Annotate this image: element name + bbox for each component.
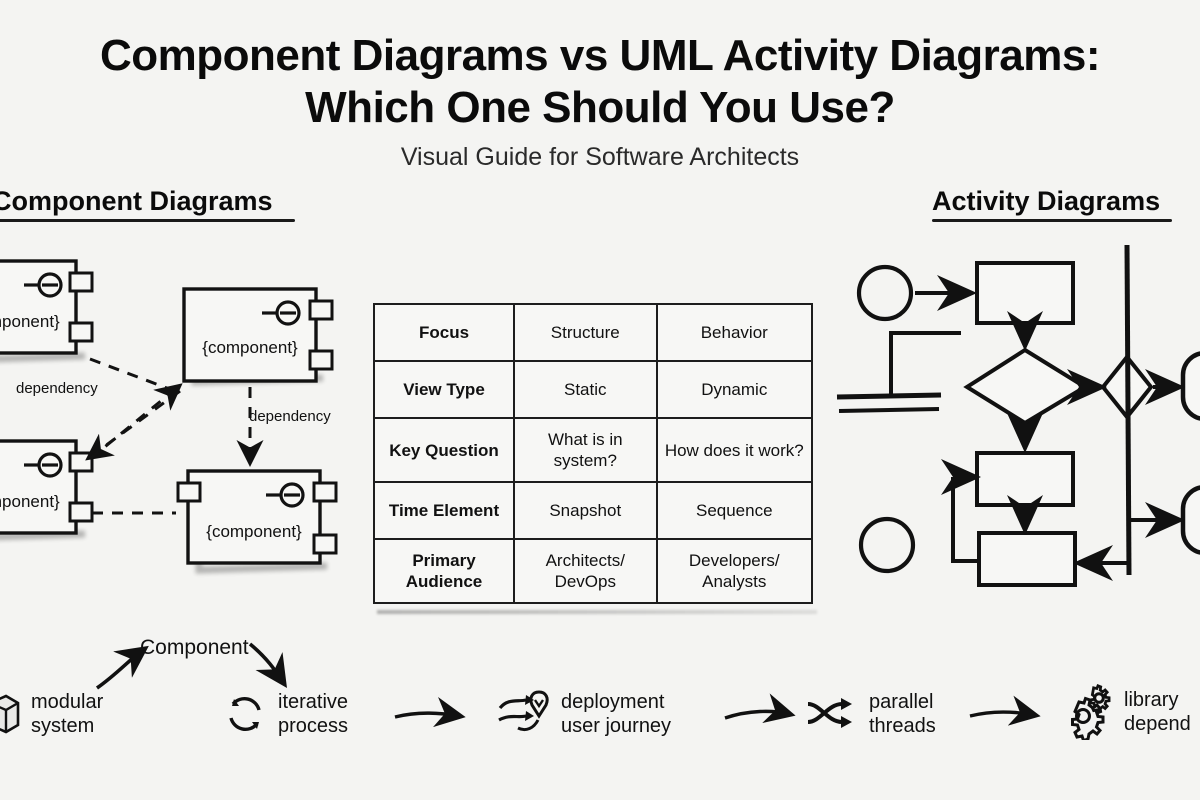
row-arrow [724,693,796,724]
component-annotation: Component [140,636,249,659]
title-line-2: Which One Should You Use? [305,83,895,132]
cube-icon [0,694,20,734]
section-header-left-label: Component Diagrams [0,186,273,216]
page-title: Component Diagrams vs UML Activity Diagr… [0,30,1200,134]
bottom-item-label: modular system [31,691,104,737]
annotation-arrows [95,642,287,690]
crossing-arrows-icon [807,698,852,728]
bottom-item-label: library depend [1124,689,1191,735]
svg-text:{component}: {component} [202,338,298,357]
start-node [856,264,914,322]
fork-join-bar [836,331,961,413]
table-cell-key: Focus [373,303,515,362]
table-cell-activity: Dynamic [655,360,814,419]
title-line-1: Component Diagrams vs UML Activity Diagr… [99,31,1101,80]
bottom-item-library-dependency: library depend [1057,684,1191,740]
section-header-right-label: Activity Diagrams [932,186,1161,216]
action-node [975,451,1075,507]
decision-node [963,347,1089,426]
rounded-action-node [1180,485,1200,555]
table-cell-key: Primary Audience [373,538,515,604]
flow-arrow [951,477,977,563]
svg-text:{component}: {component} [0,492,60,511]
component-box: {component} [0,439,94,541]
bottom-item-parallel-threads: parallel threads [806,690,936,738]
header-underline-left [0,219,295,222]
route-pin-icon [498,690,549,732]
header-underline-right [932,219,1172,222]
table-cell-component: Snapshot [513,481,658,540]
row-arrow [969,695,1041,726]
component-diagram: {component} {component} [0,259,338,574]
dependency-arrow [89,357,181,395]
table-cell-component: Architects/ DevOps [513,538,658,604]
refresh-cycle-icon [229,697,261,731]
component-box: {component} [176,469,338,574]
row-arrow [394,696,466,728]
dependency-label-2: dependency [249,408,331,425]
rounded-action-node [1180,351,1200,421]
end-node [858,516,916,574]
bottom-item-modular-system: modular system [0,690,103,738]
bottom-item-deployment-user-journey: deployment user journey [496,688,671,740]
synchronization-bar [1124,244,1132,576]
svg-text:{component}: {component} [0,312,60,331]
svg-text:{component}: {component} [206,522,302,541]
dependency-label-1: dependency [16,380,98,397]
table-shadow [377,610,817,614]
table-cell-component: Structure [513,303,658,362]
table-cell-activity: How does it work? [655,417,814,483]
component-box: {component} [182,287,334,386]
table-cell-activity: Behavior [655,303,814,362]
section-header-component-diagrams: Component Diagrams [0,186,295,222]
table-cell-component: Static [513,360,658,419]
table-cell-key: Time Element [373,481,515,540]
bottom-item-label: deployment user journey [561,691,672,737]
table-cell-key: View Type [373,360,515,419]
table-cell-activity: Sequence [655,481,814,540]
action-node [975,261,1075,325]
table-cell-component: What is in system? [513,417,658,483]
section-header-activity-diagrams: Activity Diagrams [932,186,1172,222]
action-node [977,531,1077,587]
activity-diagram [836,244,1200,587]
bottom-item-iterative-process: iterative process [221,690,348,738]
bottom-item-label: iterative process [278,691,349,737]
component-box: {component} [0,259,94,363]
table-cell-key: Key Question [373,417,515,483]
page-subtitle: Visual Guide for Software Architects [400,143,800,171]
dependency-arrow [85,389,181,461]
bottom-item-label: parallel threads [869,691,936,737]
gears-icon [1071,684,1111,740]
table-cell-activity: Developers/ Analysts [655,538,814,604]
